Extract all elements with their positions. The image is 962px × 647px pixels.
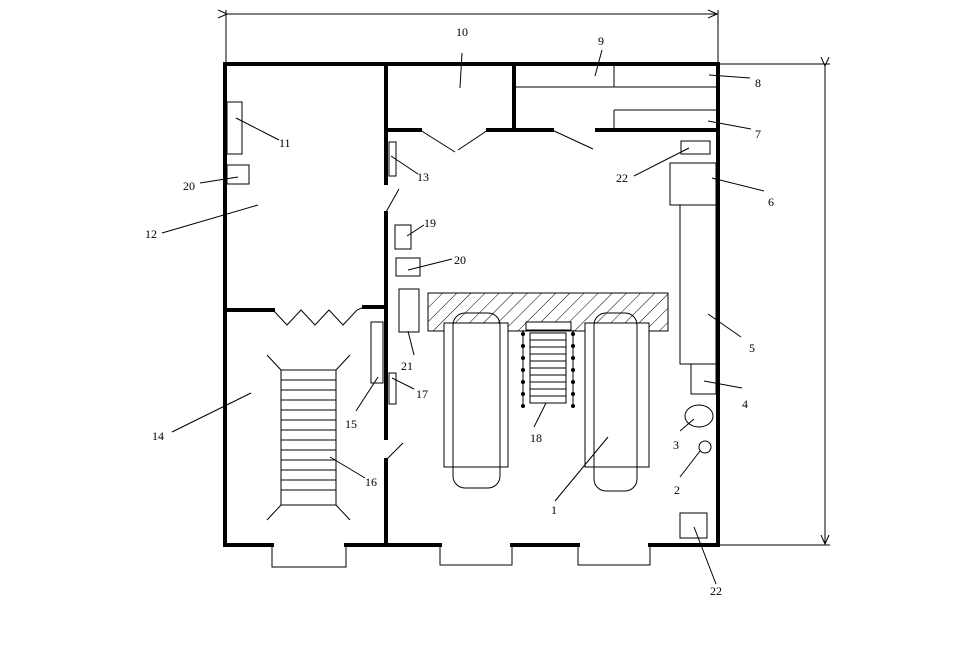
post-right-outer [584, 322, 650, 468]
label-14: 14 [152, 429, 164, 443]
post-left-outer [443, 322, 509, 468]
label-4: 4 [742, 397, 748, 411]
cabinet-21 [398, 288, 420, 333]
label-9: 9 [598, 34, 604, 48]
label-6: 6 [768, 195, 774, 209]
cabinet-11 [226, 101, 243, 155]
box-20-left [226, 164, 250, 185]
label-17: 17 [416, 387, 428, 401]
post-left-inner [452, 312, 501, 489]
label-5: 5 [749, 341, 755, 355]
panel-17 [388, 372, 397, 405]
label-16: 16 [365, 475, 377, 489]
label-11: 11 [279, 136, 291, 150]
label-21: 21 [401, 359, 413, 373]
label-13: 13 [417, 170, 429, 184]
box-22-top [680, 140, 711, 155]
door-swing [419, 129, 456, 153]
label-8: 8 [755, 76, 761, 90]
label-18: 18 [530, 431, 542, 445]
box-20-center [395, 257, 421, 277]
unit-4 [690, 363, 717, 395]
label-12: 12 [145, 227, 157, 241]
label-20-center: 20 [454, 253, 466, 267]
zigzag-opening [272, 306, 365, 326]
label-2: 2 [674, 483, 680, 497]
tank-3 [684, 404, 714, 428]
inspection-pit [522, 321, 574, 407]
dimension-lines [226, 10, 830, 546]
box-19 [394, 224, 412, 250]
leader-lines [161, 49, 765, 585]
label-15: 15 [345, 417, 357, 431]
label-20-left: 20 [183, 179, 195, 193]
label-3: 3 [673, 438, 679, 452]
post-right-inner [593, 312, 638, 492]
label-1: 1 [551, 503, 557, 517]
label-10: 10 [456, 25, 468, 39]
rack-15 [370, 321, 384, 384]
label-19: 19 [424, 216, 436, 230]
staircase [266, 354, 351, 521]
reel-2 [698, 440, 712, 454]
vehicle-posts [443, 312, 650, 492]
label-22-bottom: 22 [710, 584, 722, 598]
label-7: 7 [755, 127, 761, 141]
walls [223, 62, 720, 547]
box-22-bottom [679, 512, 708, 539]
label-22-top: 22 [616, 171, 628, 185]
number-labels: 1 2 3 4 5 6 7 8 9 10 11 12 13 14 15 16 1… [145, 25, 774, 598]
bench-5 [679, 204, 717, 365]
unit-6 [669, 162, 717, 206]
interior-thin-lines [271, 64, 718, 568]
pit-dots [521, 332, 575, 408]
